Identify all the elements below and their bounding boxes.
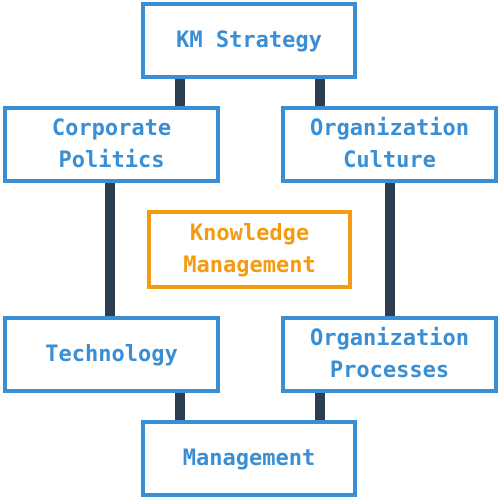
connector-strategy-culture [315, 76, 325, 107]
node-management: Management [141, 420, 357, 497]
connector-culture-processes [385, 183, 395, 319]
node-corporate-politics: Corporate Politics [3, 106, 220, 183]
node-management-label: Management [182, 445, 316, 471]
node-knowledge-management-label: Knowledge Management [183, 220, 316, 278]
node-organization-culture: Organization Culture [281, 106, 498, 183]
connector-technology-management [175, 392, 185, 423]
node-knowledge-management: Knowledge Management [147, 210, 352, 289]
node-technology-label: Technology [45, 341, 178, 367]
node-technology: Technology [3, 316, 220, 393]
connector-processes-management [315, 392, 325, 423]
node-km-strategy-label: KM Strategy [176, 27, 322, 53]
node-organization-culture-label: Organization Culture [310, 115, 469, 173]
connector-strategy-politics [175, 76, 185, 107]
node-organization-processes: Organization Processes [281, 316, 498, 393]
node-km-strategy: KM Strategy [141, 2, 357, 79]
node-corporate-politics-label: Corporate Politics [51, 115, 172, 173]
node-organization-processes-label: Organization Processes [310, 325, 469, 383]
connector-politics-technology [105, 183, 115, 319]
